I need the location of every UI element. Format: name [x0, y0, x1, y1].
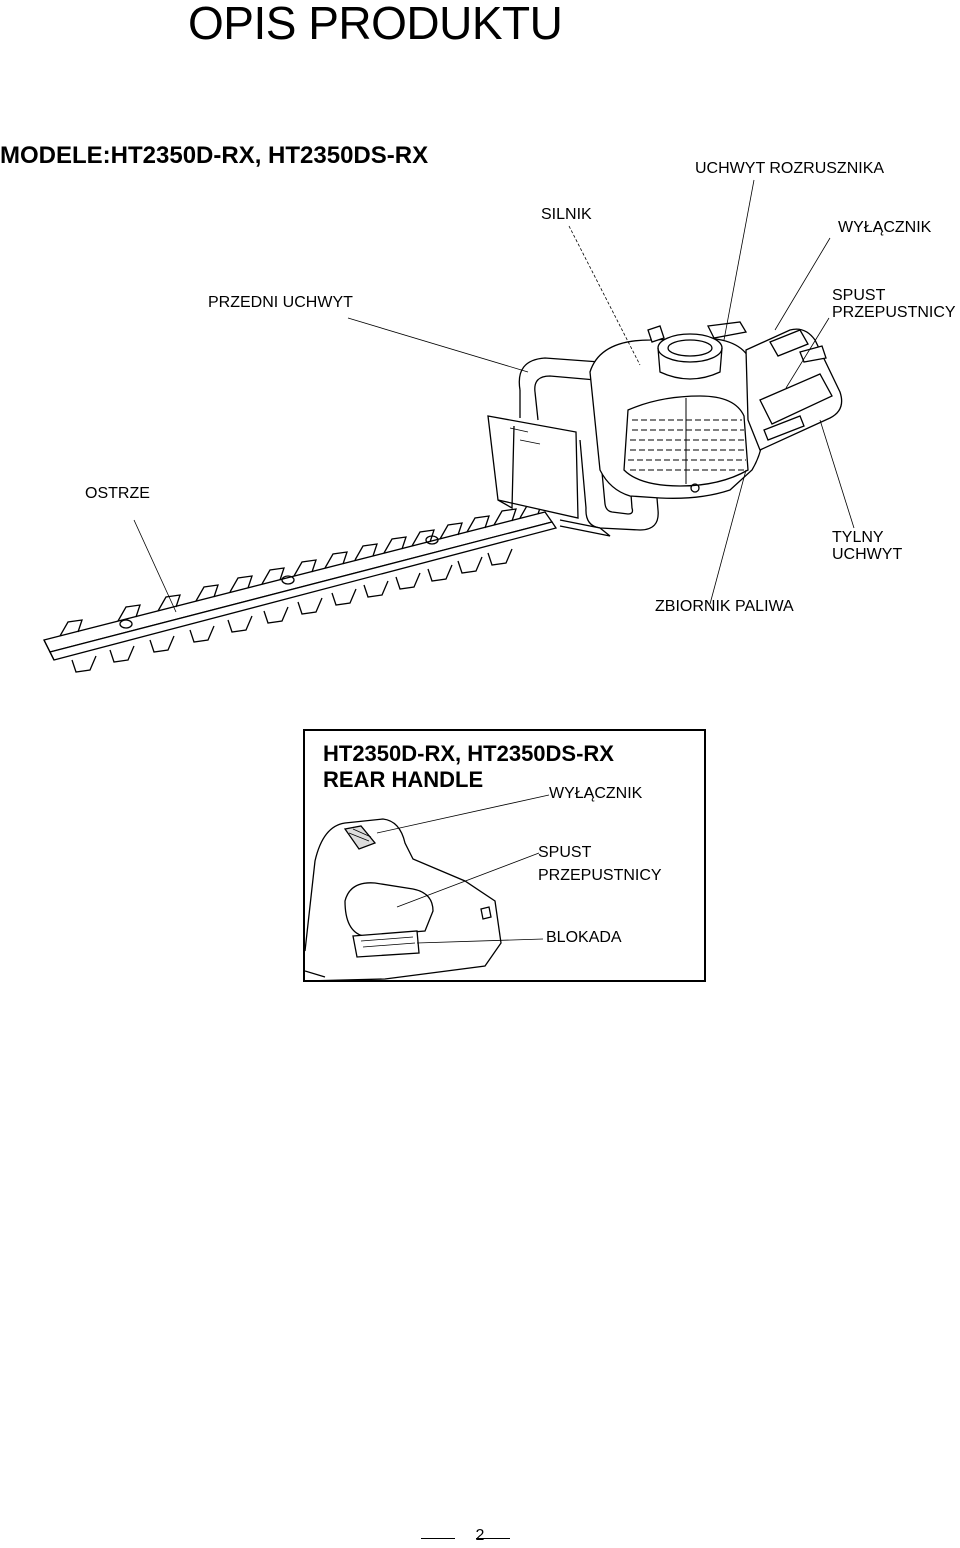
rear-handle-inset: HT2350D-RX, HT2350DS-RX REAR HANDLE WYŁĄ… — [303, 729, 706, 982]
inset-title-1: HT2350D-RX, HT2350DS-RX — [323, 741, 614, 766]
label-blade: OSTRZE — [85, 485, 150, 502]
label-starter-handle: UCHWYT ROZRUSZNIKA — [695, 160, 885, 177]
front-handle — [518, 357, 659, 537]
engine-body — [589, 321, 765, 499]
inset-title-2: REAR HANDLE — [323, 767, 484, 792]
page-title: OPIS PRODUKTU — [188, 0, 563, 49]
label-throttle-1: SPUST — [832, 287, 886, 304]
label-fuel-tank: ZBIORNIK PALIWA — [655, 598, 794, 615]
hedge-trimmer-illustration — [43, 179, 855, 673]
label-throttle-2: PRZEPUSTNICY — [832, 304, 956, 321]
page-number: 2 — [475, 1527, 485, 1544]
inset-label-throttle-1: SPUST — [538, 844, 592, 861]
rear-handle — [745, 328, 843, 451]
models-heading: MODELE:HT2350D-RX, HT2350DS-RX — [0, 142, 429, 169]
inset-label-switch: WYŁĄCZNIK — [549, 785, 643, 802]
label-switch: WYŁĄCZNIK — [838, 219, 932, 236]
label-rear-handle-2: UCHWYT — [832, 546, 903, 563]
page-number-dash-left — [421, 1538, 455, 1539]
page-number-dash-right — [476, 1538, 510, 1539]
hand-guard — [487, 415, 579, 519]
rear-handle-inset-illustration — [305, 794, 550, 980]
inset-label-lock: BLOKADA — [546, 929, 622, 946]
label-engine: SILNIK — [541, 206, 592, 223]
leader-lines — [133, 179, 855, 613]
label-rear-handle-1: TYLNY — [832, 529, 884, 546]
blade-bar — [43, 501, 558, 673]
label-front-handle: PRZEDNI UCHWYT — [208, 294, 353, 311]
inset-label-throttle-2: PRZEPUSTNICY — [538, 867, 662, 884]
